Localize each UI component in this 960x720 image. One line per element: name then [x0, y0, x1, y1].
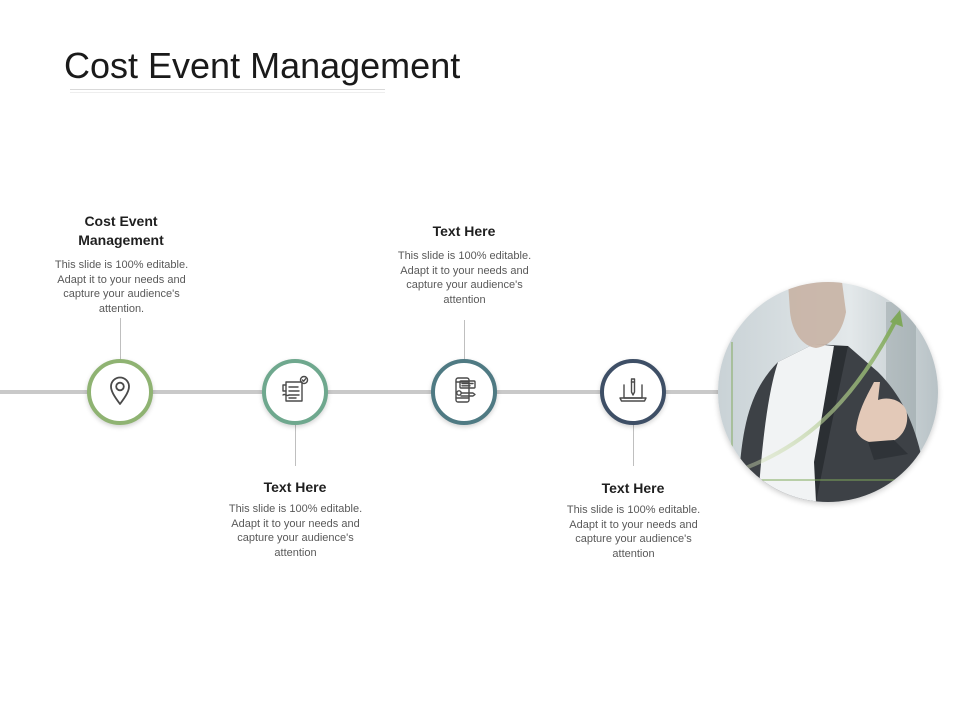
connector-4: [633, 422, 634, 466]
step-4-text: Text Here This slide is 100% editable. A…: [558, 479, 708, 561]
businessman-growth-arrow-photo: [718, 282, 938, 502]
slide-title: Cost Event Management: [64, 45, 461, 86]
timeline-line: [0, 390, 760, 394]
mobile-chat-icon: [447, 373, 481, 412]
title-underline: [70, 89, 385, 93]
step-3-description: This slide is 100% editable. Adapt it to…: [397, 250, 532, 306]
connector-1: [120, 318, 121, 362]
step-4-node: [600, 359, 666, 425]
step-4-title: Text Here: [601, 480, 665, 496]
step-1-node: [87, 359, 153, 425]
step-1-description: This slide is 100% editable. Adapt it to…: [54, 259, 189, 315]
step-2-title: Text Here: [263, 479, 327, 495]
step-3-text: Text Here This slide is 100% editable. A…: [389, 222, 539, 307]
step-3-title: Text Here: [432, 223, 496, 239]
document-check-icon: [278, 373, 312, 412]
step-3-node: [431, 359, 497, 425]
step-2-node: [262, 359, 328, 425]
laptop-pen-icon: [616, 373, 650, 412]
connector-3: [464, 320, 465, 362]
location-pin-icon: [103, 373, 137, 412]
step-2-text: Text Here This slide is 100% editable. A…: [220, 478, 370, 560]
step-1-text: Cost Event Management This slide is 100%…: [46, 212, 196, 316]
step-2-description: This slide is 100% editable. Adapt it to…: [228, 503, 363, 559]
connector-2: [295, 422, 296, 466]
step-1-title: Cost Event Management: [78, 213, 164, 248]
step-4-description: This slide is 100% editable. Adapt it to…: [566, 504, 701, 560]
